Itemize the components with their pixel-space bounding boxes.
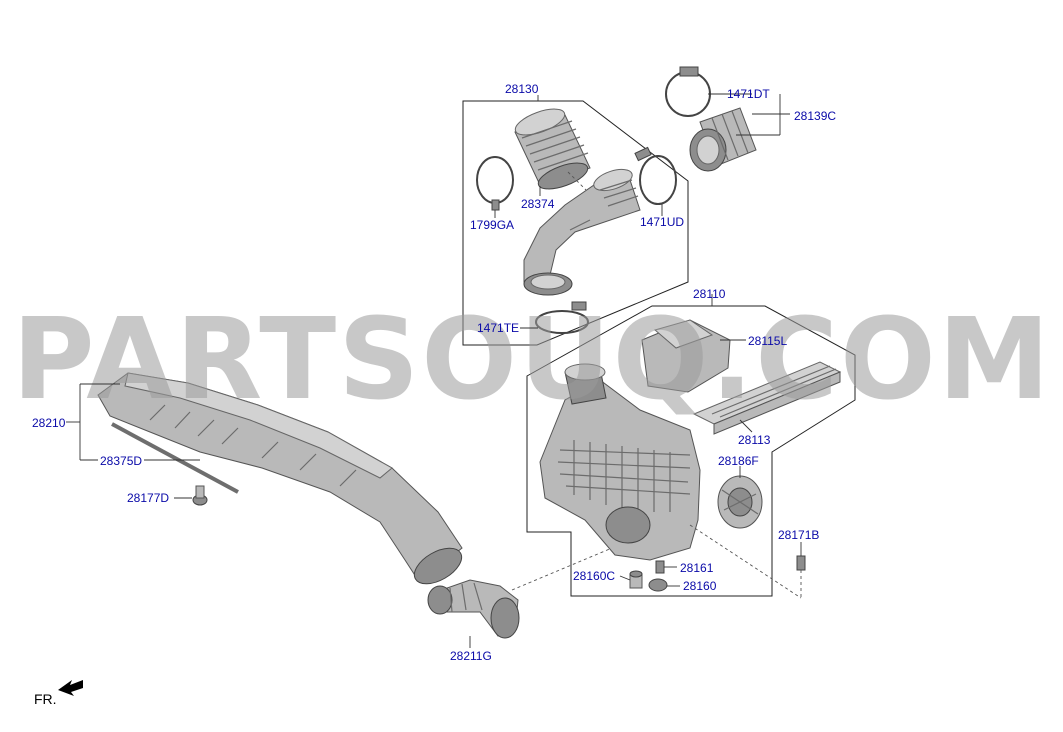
- label-28375d[interactable]: 28375D: [100, 454, 142, 468]
- air-cleaner-body-icon: [539, 363, 701, 561]
- part-28186f-icon: [717, 475, 763, 529]
- label-28211g[interactable]: 28211G: [450, 649, 492, 663]
- part-28160-icon: [648, 578, 668, 592]
- label-28186f[interactable]: 28186F: [718, 454, 759, 468]
- cover-28115l-icon: [641, 319, 731, 393]
- clamp-1471ud-screw-icon: [634, 146, 652, 162]
- label-1471dt[interactable]: 1471DT: [727, 87, 770, 101]
- front-arrow-icon: [58, 680, 83, 696]
- clamp-1471dt-screw-icon: [679, 66, 699, 77]
- seal-28375d-icon: [111, 422, 239, 494]
- front-direction-label: FR.: [34, 691, 57, 707]
- clamp-1471dt-icon: [665, 71, 711, 117]
- label-1471te[interactable]: 1471TE: [477, 321, 519, 335]
- label-28160[interactable]: 28160: [683, 579, 717, 593]
- clamp-1799ga-icon: [476, 156, 514, 204]
- label-28139c[interactable]: 28139C: [794, 109, 836, 123]
- label-1471ud[interactable]: 1471UD: [640, 215, 684, 229]
- clamp-1471te-screw-icon: [571, 301, 587, 311]
- adapter-28139c-icon: [689, 107, 757, 172]
- leader-lines: [66, 93, 802, 648]
- hose-28211g-icon: [427, 579, 520, 639]
- filter-28113-icon: [692, 361, 842, 435]
- resonator-28374-icon: [514, 108, 591, 190]
- watermark-text: PARTSOUQ.COM: [12, 295, 1052, 425]
- hose-connector-line: [511, 547, 613, 591]
- frame-28130: [462, 100, 689, 346]
- label-28171b[interactable]: 28171B: [778, 528, 819, 542]
- label-28177d[interactable]: 28177D: [127, 491, 169, 505]
- label-1799ga[interactable]: 1799GA: [470, 218, 514, 232]
- clamp-screw-icon: [491, 199, 500, 211]
- label-28130[interactable]: 28130: [505, 82, 539, 96]
- intake-duct-28210-icon: [97, 372, 463, 585]
- connector-line: [567, 171, 587, 191]
- label-28115l[interactable]: 28115L: [748, 334, 787, 348]
- bolt-28171b-icon: [796, 555, 806, 600]
- grommet-28177d-icon: [192, 485, 208, 506]
- label-28160c[interactable]: 28160C: [573, 569, 615, 583]
- air-duct-elbow-icon: [523, 168, 641, 296]
- frame-28110: [526, 305, 856, 597]
- part-28161-icon: [655, 560, 665, 574]
- clamp-1471ud-icon: [639, 155, 677, 205]
- label-28113[interactable]: 28113: [738, 433, 771, 447]
- part-28160c-icon: [629, 570, 643, 589]
- label-28210[interactable]: 28210: [32, 416, 66, 430]
- label-28161[interactable]: 28161: [680, 561, 714, 575]
- bolt-connector-line: [689, 524, 802, 599]
- clamp-1471te-icon: [535, 310, 589, 334]
- label-28110[interactable]: 28110: [693, 287, 726, 301]
- label-28374[interactable]: 28374: [521, 197, 555, 211]
